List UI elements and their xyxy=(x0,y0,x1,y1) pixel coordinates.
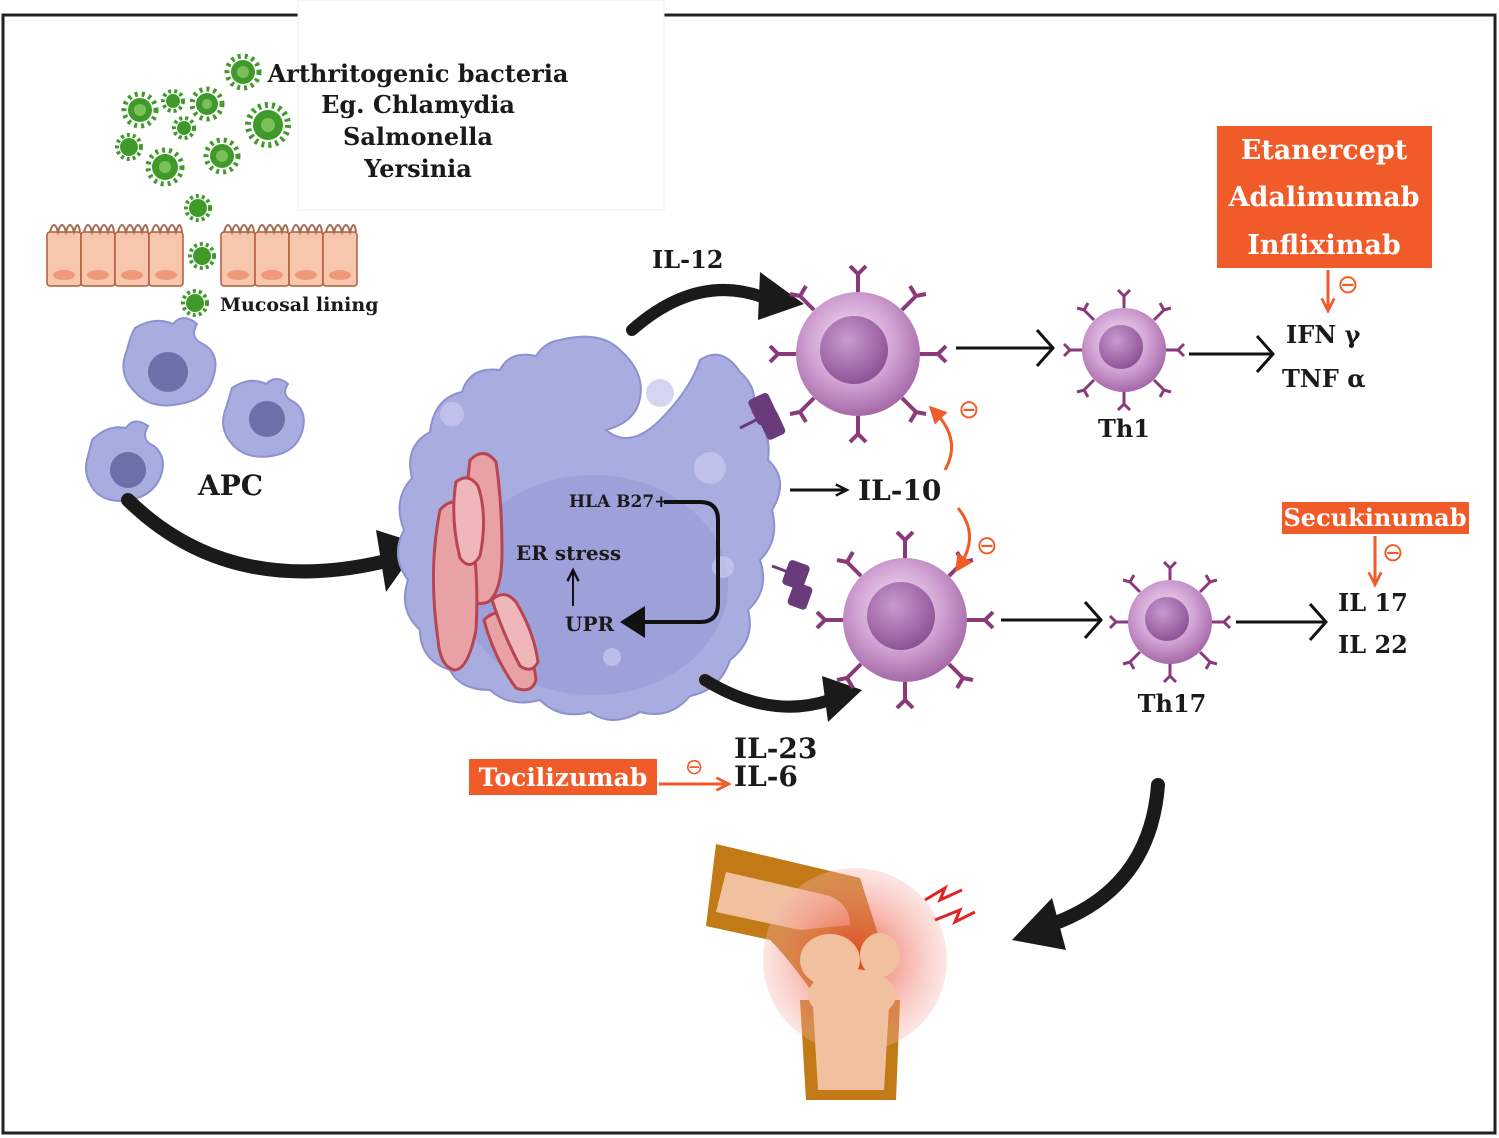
bacterium-icon xyxy=(245,102,291,148)
inhibit-icon: ⊖ xyxy=(958,395,980,425)
bacteria-cluster xyxy=(115,53,291,317)
bacterium-icon xyxy=(184,194,212,222)
tcr-receptor-top xyxy=(739,392,786,440)
il23-label: IL-23 xyxy=(734,732,817,765)
bacterium-icon xyxy=(161,89,185,113)
il10-inhibit-th1-arrow xyxy=(928,405,953,471)
drug-infliximab: Infliximab xyxy=(1247,230,1400,261)
bacterium-icon xyxy=(203,137,241,175)
il23-arrow xyxy=(699,674,836,713)
bacterium-icon xyxy=(181,289,209,317)
mucosal-lining-label: Mucosal lining xyxy=(220,294,379,316)
tcr-receptor-bottom xyxy=(771,560,813,610)
mucosal-lining xyxy=(46,224,358,287)
bacteria-title: Arthritogenic bacteria xyxy=(267,59,569,88)
drug-etanercept: Etanercept xyxy=(1241,135,1408,166)
bacteria-label-panel xyxy=(297,0,665,211)
apc-label: APC xyxy=(197,469,263,502)
upr-label: UPR xyxy=(565,612,614,636)
inhibit-icon: ⊖ xyxy=(1382,538,1404,568)
il22-label: IL 22 xyxy=(1338,630,1408,659)
naive-t-cell-bottom xyxy=(815,530,995,710)
il12-arrow xyxy=(626,284,776,336)
bacterium-icon xyxy=(145,147,185,187)
inhibit-icon: ⊖ xyxy=(685,755,703,780)
drug-adalimumab: Adalimumab xyxy=(1228,182,1420,213)
bacteria-example-3: Yersinia xyxy=(363,154,472,183)
il12-arrowhead xyxy=(758,272,804,320)
th17-to-joint-arrowhead xyxy=(1012,898,1066,950)
bacterium-icon xyxy=(121,91,159,129)
bacteria-example-2: Salmonella xyxy=(343,122,493,151)
il6-inhibitor-box xyxy=(469,759,657,795)
inhibit-icon: ⊖ xyxy=(976,531,998,561)
upr-loop-arrowhead xyxy=(620,606,645,638)
naive-t-cell-top xyxy=(768,264,948,444)
bacterium-icon xyxy=(224,53,262,91)
hla-b27-label: HLA B27+ xyxy=(569,492,668,512)
bacterium-icon xyxy=(172,116,196,140)
il23-arrowhead xyxy=(822,676,862,722)
bacteria-example-1: Eg. Chlamydia xyxy=(321,90,515,119)
il6-label: IL-6 xyxy=(734,760,798,793)
apc-migration-arrow xyxy=(121,493,397,579)
drug-secukinumab: Secukinumab xyxy=(1283,503,1466,532)
bacterium-icon xyxy=(189,86,225,122)
inhibit-icon: ⊖ xyxy=(1337,270,1359,300)
small-apc-icon xyxy=(122,317,217,407)
endoplasmic-reticulum xyxy=(431,452,540,692)
th17-label: Th17 xyxy=(1138,689,1207,718)
bacterium-icon xyxy=(188,242,216,270)
ifn-gamma-label: IFN γ xyxy=(1286,320,1361,349)
er-stress-label: ER stress xyxy=(516,541,621,565)
il17-label: IL 17 xyxy=(1338,588,1408,617)
inflamed-knee-joint xyxy=(706,844,976,1100)
bacterium-icon xyxy=(115,133,143,161)
th1-cell xyxy=(1062,288,1186,412)
il12-label: IL-12 xyxy=(652,245,723,274)
il10-inhibit-th17-arrow xyxy=(955,507,973,573)
small-apc-icon xyxy=(85,420,164,502)
th17-to-joint-arrow xyxy=(1043,778,1165,932)
tnf-inhibitor-box xyxy=(1217,126,1432,268)
upr-loop-arrow xyxy=(640,500,720,624)
th1-label: Th1 xyxy=(1098,414,1150,443)
il17-inhibitor-box xyxy=(1282,502,1469,534)
drug-tocilizumab: Tocilizumab xyxy=(479,763,648,792)
th17-cell xyxy=(1108,560,1232,684)
il10-label: IL-10 xyxy=(858,474,941,507)
small-apc-icon xyxy=(222,378,305,458)
figure-border xyxy=(1,13,1497,1135)
tnf-alpha-label: TNF α xyxy=(1282,364,1366,393)
